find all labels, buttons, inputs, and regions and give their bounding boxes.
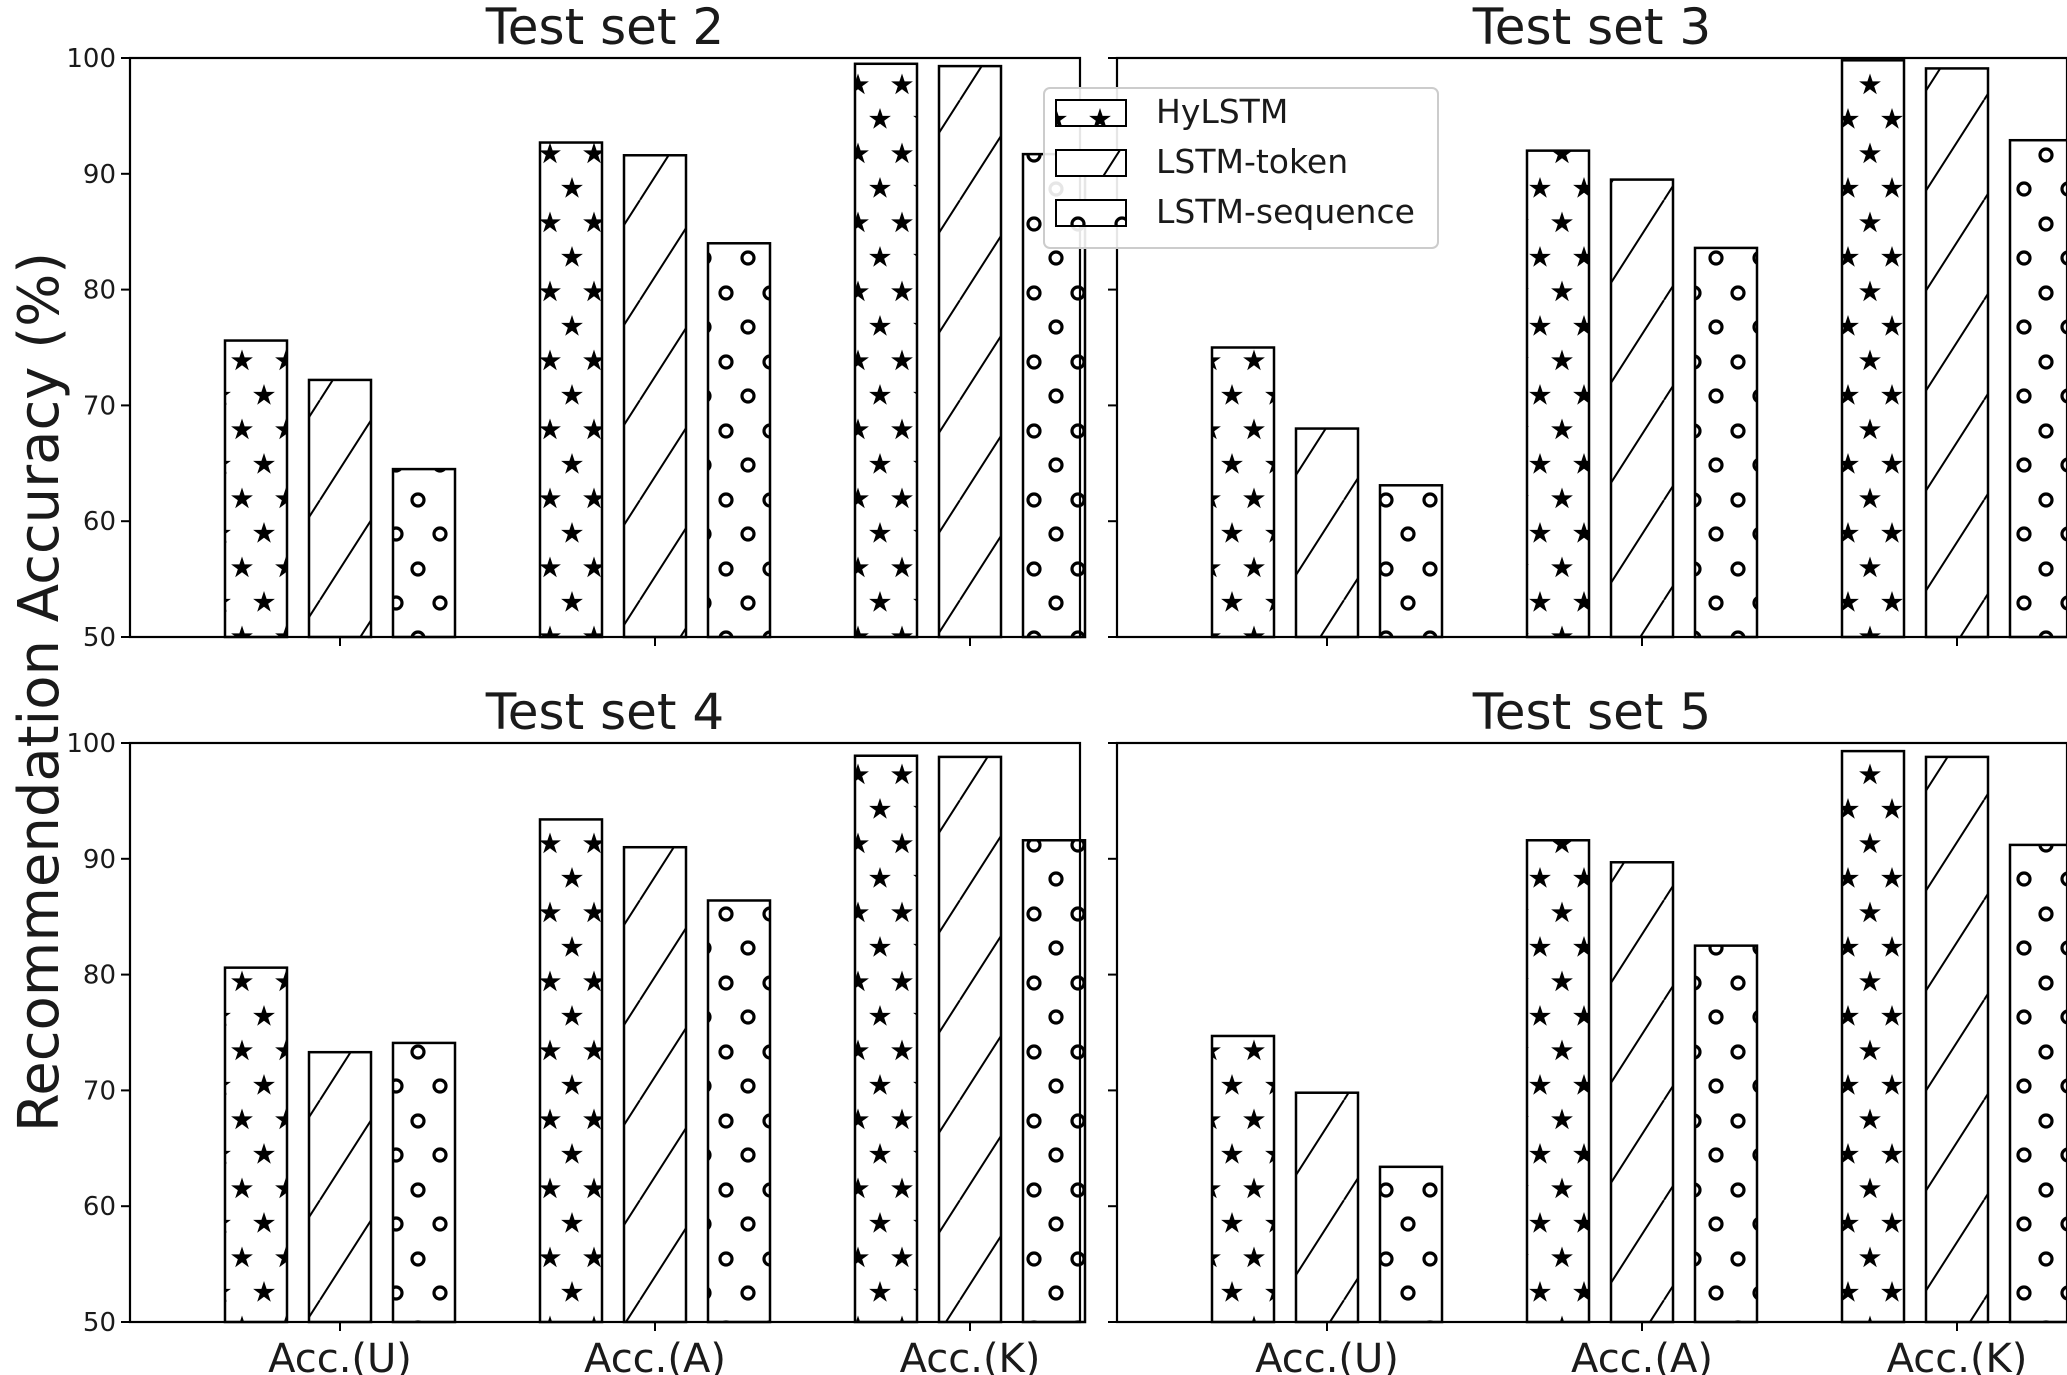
- bar-hylstm-3: [1840, 749, 1906, 1324]
- bar-lstm-sequence-2: [706, 242, 772, 639]
- y-tick-label: 70: [83, 391, 116, 421]
- panel-title: Test set 4: [485, 683, 724, 741]
- legend-box: [1043, 87, 1439, 249]
- bar-lstm-token-1: [1294, 1091, 1360, 1324]
- x-tick-label: Acc.(K): [900, 1336, 1041, 1375]
- bar-lstm-token-2: [622, 154, 688, 639]
- plot-frame: [1115, 741, 2067, 1324]
- y-tick-label: 90: [83, 845, 116, 875]
- y-axis-label: Recommendation Accuracy (%): [7, 252, 72, 1132]
- panel-1: Test set 2 50 60 70 80 90 100: [66, 0, 1087, 653]
- bar-hylstm-2: [1525, 839, 1591, 1324]
- x-tick-label: Acc.(A): [1571, 1336, 1713, 1375]
- bar-lstm-sequence-2: [706, 899, 772, 1324]
- legend-swatch-diagonal: [1055, 149, 1127, 177]
- panel-title: Test set 5: [1472, 683, 1711, 741]
- bar-lstm-sequence-1: [391, 467, 457, 639]
- x-tick-label: Acc.(A): [584, 1336, 726, 1375]
- bar-lstm-sequence-1: [1378, 484, 1444, 639]
- legend-label: LSTM-token: [1156, 142, 1348, 181]
- bar-hylstm-2: [1525, 149, 1591, 639]
- bar-hylstm-3: [853, 754, 919, 1324]
- bar-lstm-token-2: [1609, 861, 1675, 1324]
- bar-lstm-token-1: [1294, 427, 1360, 639]
- bar-lstm-sequence-3: [1021, 839, 1087, 1324]
- panel-title: Test set 2: [485, 0, 724, 56]
- bar-hylstm-2: [538, 818, 604, 1324]
- panel-2: Test set 3: [1108, 0, 2067, 646]
- bar-lstm-token-1: [307, 378, 373, 639]
- bar-lstm-sequence-3: [2008, 843, 2067, 1324]
- bar-lstm-sequence-3: [2008, 138, 2067, 639]
- y-tick-label: 80: [83, 276, 116, 306]
- bar-hylstm-1: [223, 339, 289, 639]
- plot-frame: [128, 741, 1082, 1324]
- panel-4: Test set 5 Acc.(U) Acc.(A) Acc.(K): [1108, 683, 2067, 1375]
- y-tick-label: 70: [83, 1076, 116, 1106]
- legend-label: HyLSTM: [1156, 92, 1288, 131]
- bar-lstm-token-3: [937, 64, 1003, 639]
- bar-lstm-token-1: [307, 1050, 373, 1324]
- plot-frame: [128, 56, 1082, 639]
- bar-lstm-sequence-2: [1693, 246, 1759, 639]
- bar-lstm-token-3: [937, 755, 1003, 1324]
- bar-lstm-token-3: [1924, 67, 1990, 639]
- bar-hylstm-1: [1210, 1034, 1276, 1324]
- legend-swatch-stars: [1055, 99, 1127, 127]
- bar-hylstm-3: [1840, 59, 1906, 639]
- y-tick-label: 50: [83, 1308, 116, 1338]
- bar-lstm-token-2: [1609, 178, 1675, 639]
- y-tick-label: 50: [83, 623, 116, 653]
- x-tick-label: Acc.(U): [1255, 1336, 1399, 1375]
- bar-lstm-sequence-2: [1693, 944, 1759, 1324]
- legend-label: LSTM-sequence: [1156, 192, 1415, 231]
- panel-3: Test set 4 Acc.(U) Acc.(A) Acc.(K) 50 60 70 80 9…: [66, 683, 1087, 1375]
- y-tick-label: 60: [83, 507, 116, 537]
- x-tick-label: Acc.(U): [268, 1336, 412, 1375]
- y-tick-label: 80: [83, 961, 116, 991]
- plot-frame: [1115, 56, 2067, 639]
- bar-hylstm-2: [538, 141, 604, 639]
- bar-hylstm-1: [223, 966, 289, 1324]
- legend-swatch-circles: [1055, 199, 1127, 227]
- bar-lstm-token-2: [622, 845, 688, 1324]
- chart-root: Test set 2 50 60 70 80 90 100 Test set 3 Test se…: [66, 0, 2067, 1375]
- bar-hylstm-1: [1210, 346, 1276, 639]
- x-tick-label: Acc.(K): [1887, 1336, 2028, 1375]
- bar-lstm-token-3: [1924, 755, 1990, 1324]
- panel-title: Test set 3: [1472, 0, 1711, 56]
- y-tick-label: 100: [66, 729, 116, 759]
- bar-lstm-sequence-1: [1378, 1165, 1444, 1324]
- y-tick-label: 90: [83, 160, 116, 190]
- bar-hylstm-3: [853, 62, 919, 639]
- y-tick-label: 60: [83, 1192, 116, 1222]
- bar-lstm-sequence-1: [391, 1041, 457, 1324]
- y-tick-label: 100: [66, 44, 116, 74]
